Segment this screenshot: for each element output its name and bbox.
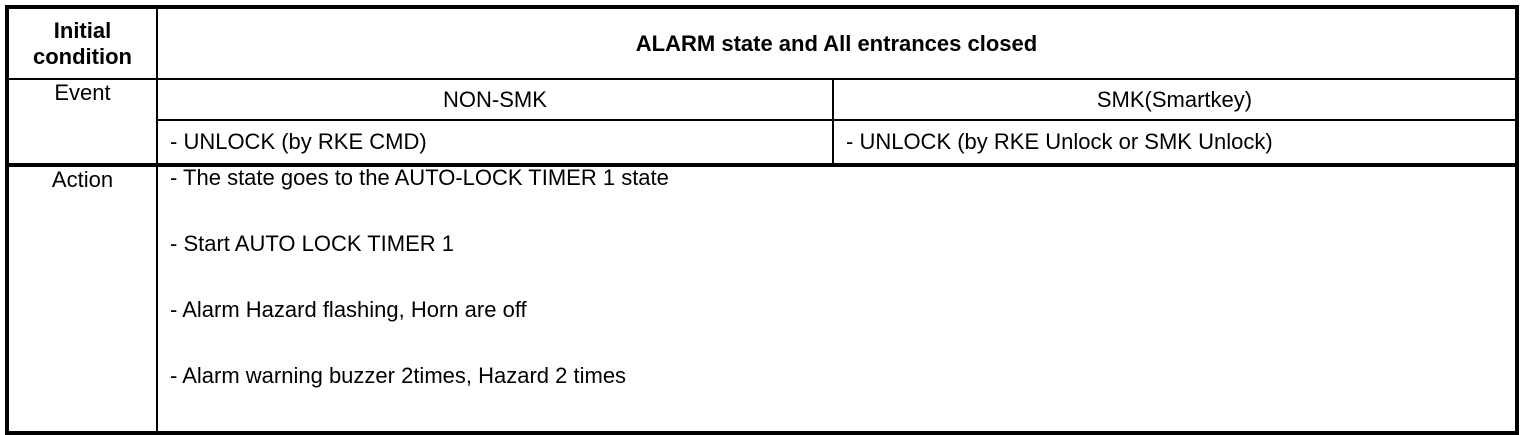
initial-condition-value: ALARM state and All entrances closed <box>156 6 1518 80</box>
action-item-state-change: - The state goes to the AUTO-LOCK TIMER … <box>170 165 669 190</box>
action-item-start-timer: - Start AUTO LOCK TIMER 1 <box>170 231 455 256</box>
event-value-row: - UNLOCK (by RKE CMD) - UNLOCK (by RKE U… <box>7 119 1518 166</box>
event-value-smk: - UNLOCK (by RKE Unlock or SMK Unlock) <box>832 119 1518 166</box>
event-header-row: Event NON-SMK SMK(Smartkey) <box>6 78 1518 166</box>
event-value-non-smk: - UNLOCK (by RKE CMD) <box>156 119 834 166</box>
alarm-state-spec-table: Initial condition ALARM state and All en… <box>5 5 1519 435</box>
action-label: Action <box>6 163 158 434</box>
action-row: Action - The state goes to the AUTO-LOCK… <box>6 163 1518 434</box>
action-item-alarm-hazard-off: - Alarm Hazard flashing, Horn are off <box>170 297 527 322</box>
document-page: Initial condition ALARM state and All en… <box>5 5 1519 435</box>
column-header-smk: SMK(Smartkey) <box>832 78 1518 121</box>
event-label: Event <box>6 78 158 166</box>
action-item-warning-buzzer: - Alarm warning buzzer 2times, Hazard 2 … <box>170 363 627 388</box>
action-list: - The state goes to the AUTO-LOCK TIMER … <box>156 163 1518 434</box>
initial-condition-label: Initial condition <box>6 6 158 80</box>
column-header-non-smk: NON-SMK <box>156 78 834 121</box>
initial-condition-row: Initial condition ALARM state and All en… <box>6 6 1518 80</box>
